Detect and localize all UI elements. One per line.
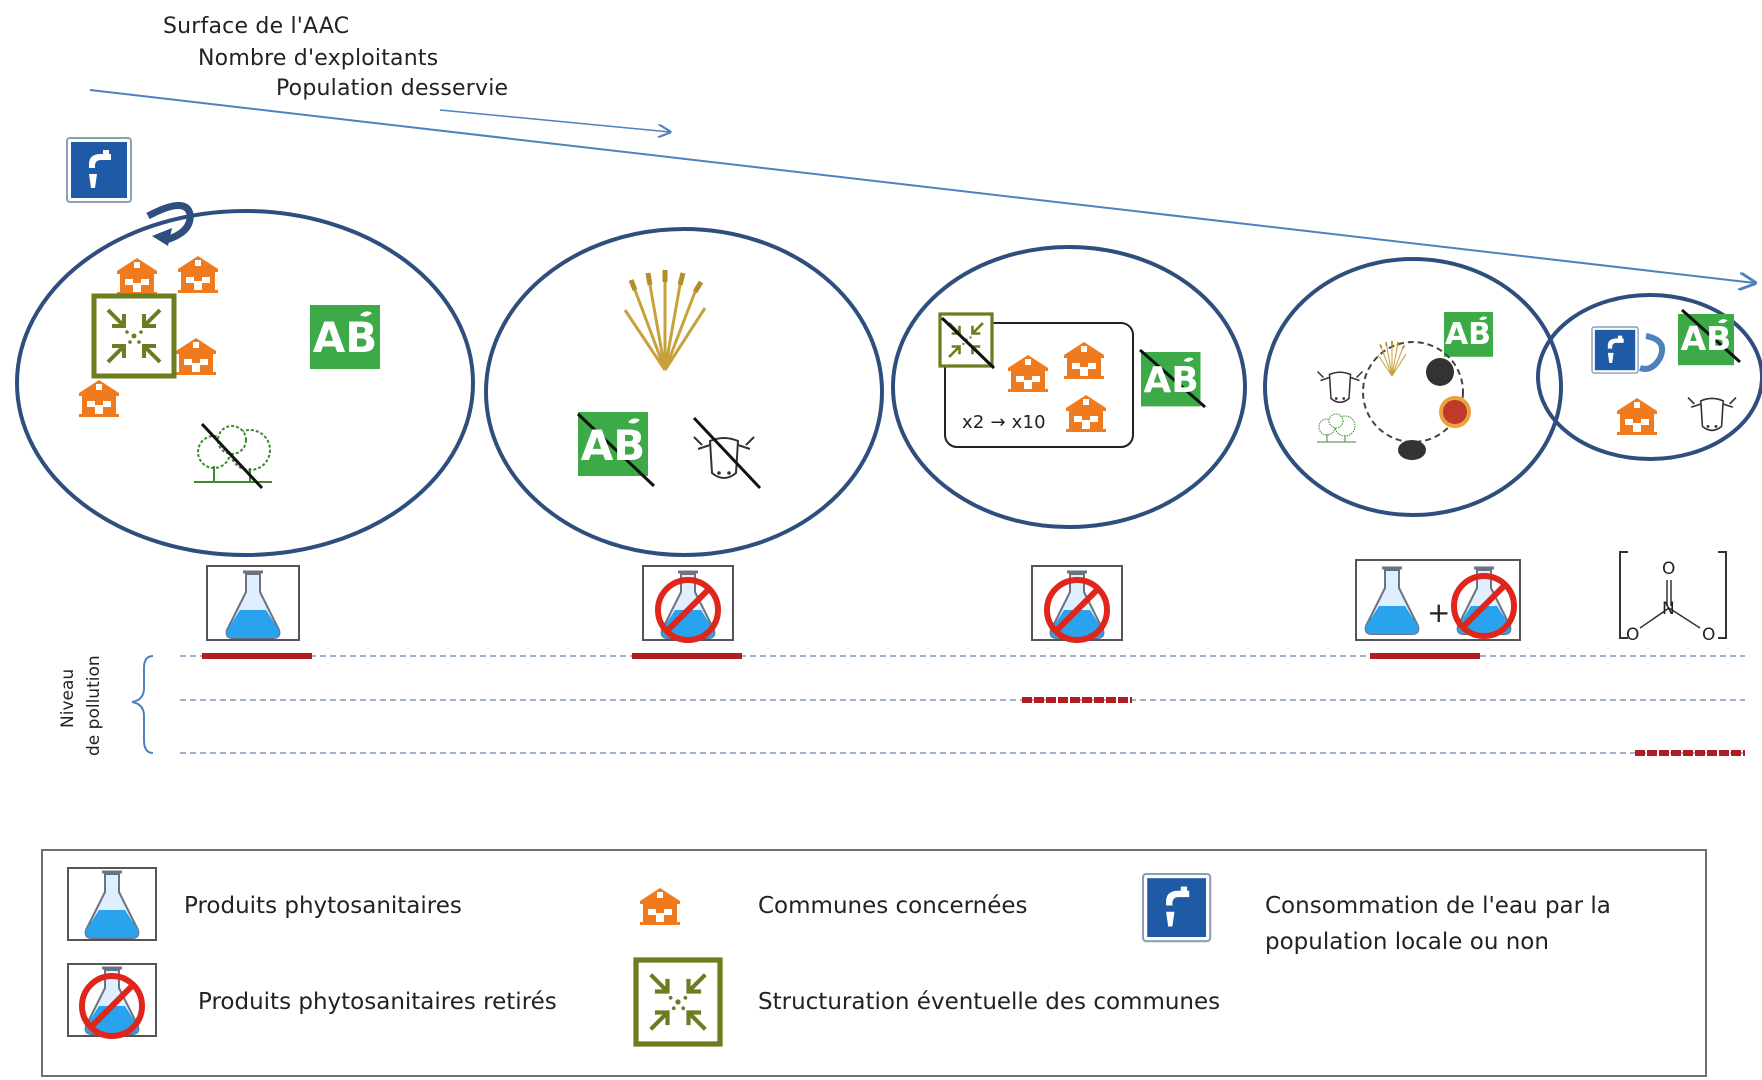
pollution-axis-label-2: de pollution: [84, 655, 104, 756]
strike-line: [940, 316, 996, 370]
house-icon: [117, 258, 157, 295]
house-icon: [178, 256, 218, 293]
label-arrow: [439, 109, 670, 132]
strike-line: [576, 412, 656, 488]
trend-arrow: [89, 89, 1755, 283]
flask-box-3: [1031, 565, 1123, 640]
circle-4: [1263, 257, 1563, 517]
cow-icon: [1316, 370, 1364, 403]
house-icon: [1617, 398, 1657, 435]
svg-text:+: +: [1427, 596, 1450, 629]
axis-brace: [131, 655, 154, 754]
pollution-levels: [131, 653, 1745, 756]
strike-line: [1680, 308, 1742, 364]
ab-logo-text: AB: [1445, 317, 1491, 352]
strike-line: [692, 416, 762, 490]
nitrate-n-label: N: [1662, 599, 1675, 619]
wheat-icon: [625, 270, 705, 370]
legend-structuration-label: Structuration éventuelle des communes: [758, 989, 1221, 1015]
exploitants-label: Nombre d'exploitants: [198, 46, 439, 71]
circle-3: [891, 245, 1247, 529]
strike-line: [200, 422, 264, 490]
legend-phyto-removed-label: Produits phytosanitaires retirés: [198, 989, 557, 1015]
flask-box-1: [206, 565, 300, 641]
legend-flask-removed-box: [67, 963, 157, 1036]
legend-flask-box: [67, 867, 157, 941]
multiplier-label: x2 → x10: [962, 412, 1046, 433]
multiplier-from: x2: [962, 412, 985, 433]
population-label: Population desservie: [276, 76, 509, 101]
circle-5: [1536, 293, 1762, 461]
ab-logo-text: AB: [313, 313, 378, 362]
legend-consumption-label: Consommation de l'eau par la population …: [1265, 893, 1611, 955]
pollution-axis-label-1: Niveau: [58, 668, 78, 728]
ab-logo-text: AB: [1143, 360, 1198, 401]
flask-box-2: [642, 565, 734, 640]
tree-icon: [193, 425, 273, 483]
multiplier-arrow-icon: →: [990, 412, 1006, 433]
cycle-ring: [1362, 341, 1464, 443]
multiplier-to: x10: [1011, 412, 1046, 433]
strike-line: [1139, 348, 1206, 409]
nitrate-o-label: O: [1702, 625, 1715, 645]
cow-icon: [1687, 396, 1737, 432]
wheat-icon: [1377, 340, 1407, 377]
ab-logo-text: AB: [1681, 319, 1732, 358]
ab-logo-text: AB: [581, 421, 646, 470]
cycle-arrow-icon: [1639, 333, 1666, 372]
tree-icon: [1316, 413, 1357, 443]
tap-icon: [66, 137, 132, 203]
house-icon: [176, 338, 216, 375]
nitrate-o-label: O: [1662, 559, 1675, 579]
vegetables-icon: [1439, 396, 1471, 428]
circle-1: [15, 137, 475, 557]
legend-box: [41, 849, 1707, 1077]
circle-2: [484, 227, 884, 557]
cycle-arrow-icon: [146, 202, 194, 244]
legend-communes-label: Communes concernées: [758, 893, 1028, 919]
grape-icon: [1426, 358, 1454, 386]
house-icon: [79, 380, 119, 417]
sheep-icon: [1398, 440, 1426, 460]
surface-label: Surface de l'AAC: [163, 14, 350, 39]
nitrate-o-label: O: [1626, 625, 1639, 645]
nitrate-icon: O N O O: [1619, 551, 1727, 645]
flask-box-4: +: [1355, 559, 1521, 641]
tap-icon: [1591, 326, 1639, 374]
structuration-icon: [94, 296, 174, 376]
legend-phyto-label: Produits phytosanitaires: [184, 893, 462, 919]
